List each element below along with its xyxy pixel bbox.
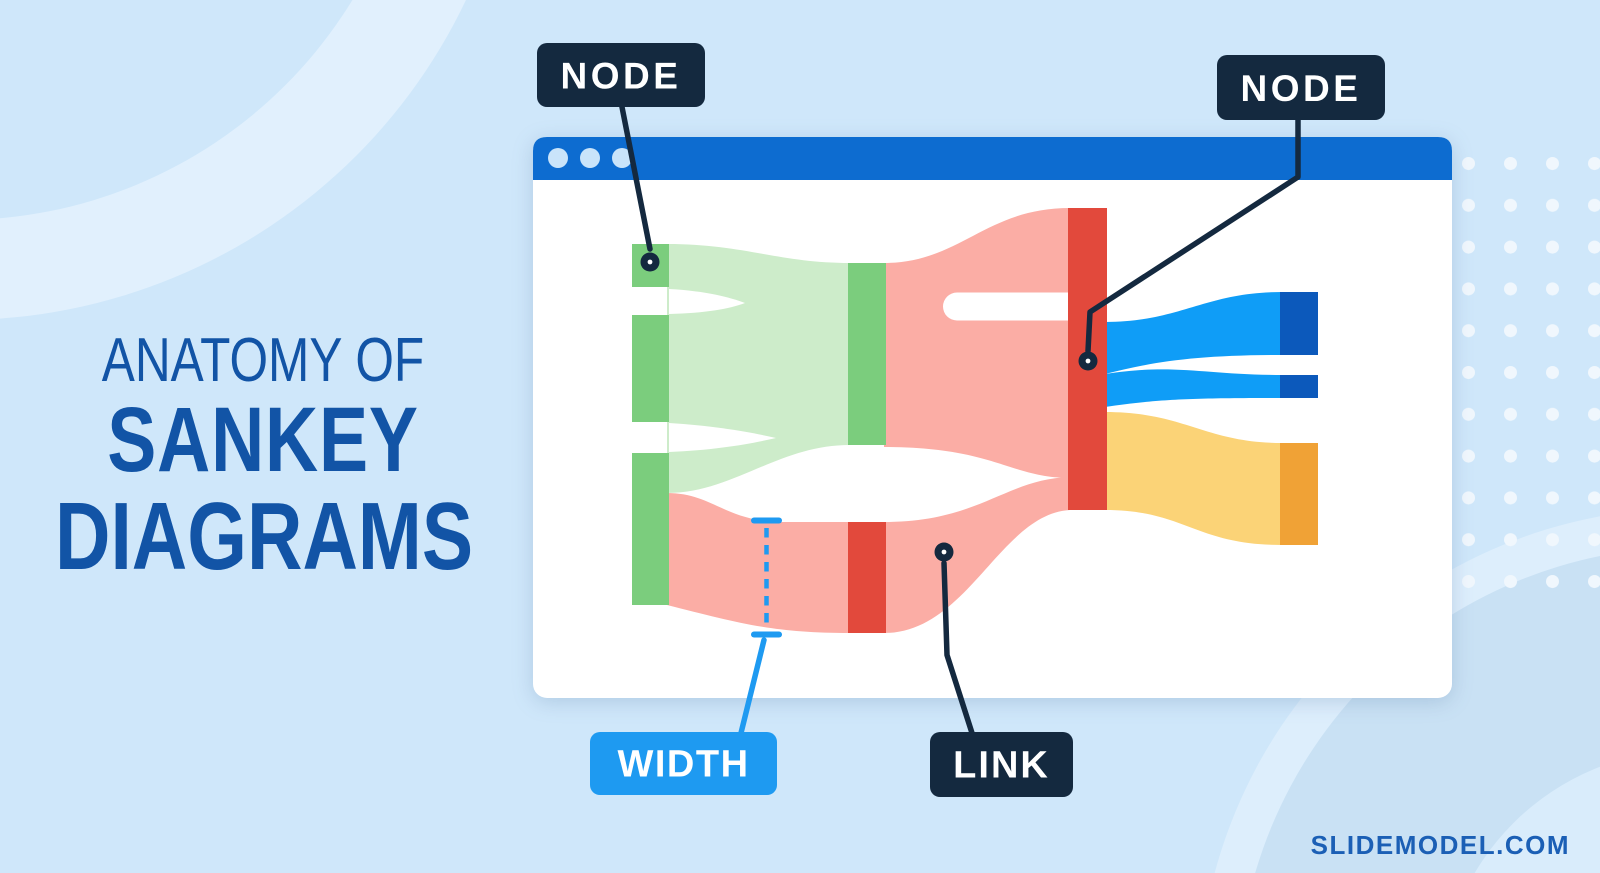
sankey-node-source-2 [632, 315, 669, 422]
callout-pointer-line-width [738, 637, 767, 736]
node-callout-right-badge [1217, 55, 1385, 120]
node-callout-left-badge [537, 43, 705, 107]
link-callout: LINK [930, 732, 1073, 797]
width-callout-label: WIDTH [617, 744, 749, 786]
sankey-link-gap-wedge [669, 289, 745, 314]
sankey-node-out-orange [1280, 443, 1318, 545]
sankey-link-salmon-bottom [884, 477, 1070, 633]
traffic-light-dot [580, 148, 600, 168]
sankey-link-salmon-source [667, 493, 850, 633]
dot-grid-decoration [1461, 156, 1600, 590]
sankey-node-source-3 [632, 453, 669, 605]
sankey-link-salmon-main [884, 208, 1070, 478]
sankey-node-out-blue-1 [1280, 292, 1318, 355]
anchor-dot-center [941, 549, 947, 555]
node-callout-right: NODE [1217, 55, 1385, 120]
callout-pointer-line-node-left [619, 104, 653, 252]
width-callout: WIDTH [590, 732, 777, 795]
top-left-ring-inner [0, 0, 353, 219]
traffic-light-dot [612, 148, 632, 168]
width-callout-badge [590, 732, 777, 795]
bottom-right-ring-inner [1255, 556, 1600, 873]
browser-titlebar [533, 137, 1452, 180]
node-callout-right-label: NODE [1241, 68, 1362, 109]
bottom-right-corner-circle [1474, 766, 1600, 873]
sankey-node-mid-green [848, 263, 886, 445]
sankey-node-mid-red-small [848, 522, 886, 633]
traffic-light-dot [548, 148, 568, 168]
anchor-dot-center [647, 259, 653, 265]
anchor-dot-center [1085, 358, 1091, 364]
title-word-sankey: SANKEY [107, 389, 419, 491]
sankey-link-gap-wedge [669, 423, 776, 452]
node-callout-left-label: NODE [561, 56, 682, 97]
title-word-diagrams: DIAGRAMS [55, 483, 474, 590]
callout-pointer-line-node-right [1085, 117, 1301, 354]
width-measure-indicator [751, 517, 782, 638]
sankey-node-out-blue-2 [1280, 375, 1318, 398]
title-kicker: ANATOMY OF [101, 326, 425, 395]
link-callout-badge [930, 732, 1073, 797]
callout-pointer-line-link [941, 560, 975, 736]
brand-footer: SLIDEMODEL.COM [1310, 830, 1570, 860]
sankey-link-blue-2 [1105, 369, 1282, 407]
sankey-link-blue-1 [1105, 292, 1282, 374]
sankey-link-notch [943, 292, 1070, 321]
node-callout-left: NODE [537, 43, 705, 107]
link-callout-label: LINK [953, 745, 1050, 787]
sankey-link-yellow [1105, 412, 1282, 545]
